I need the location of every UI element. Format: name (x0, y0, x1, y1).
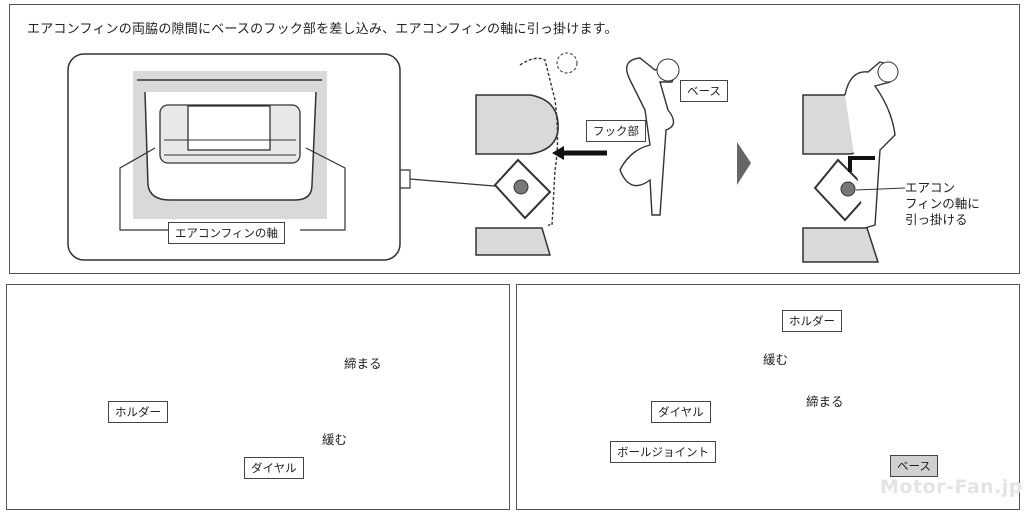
text-tighten-right: 締まる (806, 394, 844, 409)
label-holder: ホルダー (108, 401, 168, 423)
fin-axis-after (840, 181, 856, 197)
label-hook: フック部 (586, 120, 646, 142)
text-loosen-right: 緩む (763, 352, 789, 367)
label-base-right: ベース (890, 455, 938, 477)
insert-arrow (552, 146, 564, 160)
fin-axis (513, 179, 529, 195)
watermark-text: Motor-Fan.jp (880, 476, 1023, 498)
label-ball-joint: ボールジョイント (610, 441, 716, 463)
vent-tab (187, 105, 271, 151)
text-tighten: 締まる (344, 356, 382, 371)
base-part (619, 57, 675, 216)
vent-fin-lower-after (802, 227, 880, 263)
result-text-line2: フィンの軸に (905, 196, 980, 211)
base-dashed-outline (519, 57, 559, 226)
result-text-line3: 引っ掛ける (905, 212, 968, 227)
vent-fin-lower (475, 227, 552, 256)
instruction-text: エアコンフィンの両脇の隙間にベースのフック部を差し込み、エアコンフィンの軸に引っ… (27, 22, 618, 37)
step-arrow-icon (737, 142, 751, 185)
label-dial: ダイヤル (244, 457, 304, 479)
label-holder-right: ホルダー (782, 310, 842, 332)
label-base: ベース (680, 80, 728, 102)
inset-pointer (400, 169, 411, 189)
result-text-line1: エアコン (905, 180, 956, 195)
label-dial-right: ダイヤル (651, 401, 711, 423)
label-fin-axis: エアコンフィンの軸 (168, 222, 285, 244)
text-loosen: 緩む (322, 432, 348, 447)
hook-down-arrow (848, 156, 875, 172)
inset-frame (67, 53, 401, 261)
vent-fin-upper (475, 94, 559, 155)
